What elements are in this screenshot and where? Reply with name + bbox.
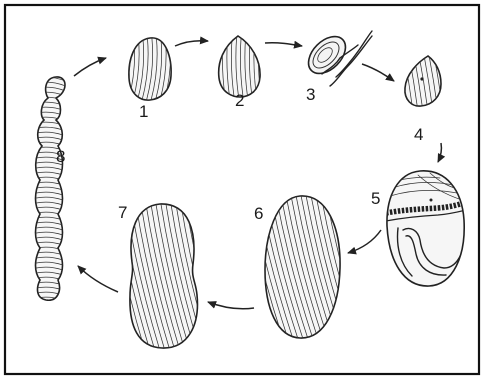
stage-8-label: 8: [56, 148, 65, 165]
stage-5-cell: [386, 171, 466, 286]
stage-7-label: 7: [118, 204, 127, 221]
stage-1-label: 1: [139, 103, 148, 120]
stage-4-label: 4: [414, 126, 423, 143]
stage-5-label: 5: [371, 190, 380, 207]
stage-2-label: 2: [235, 92, 244, 109]
stage-3-label: 3: [306, 86, 315, 103]
stage-6-label: 6: [254, 205, 263, 222]
